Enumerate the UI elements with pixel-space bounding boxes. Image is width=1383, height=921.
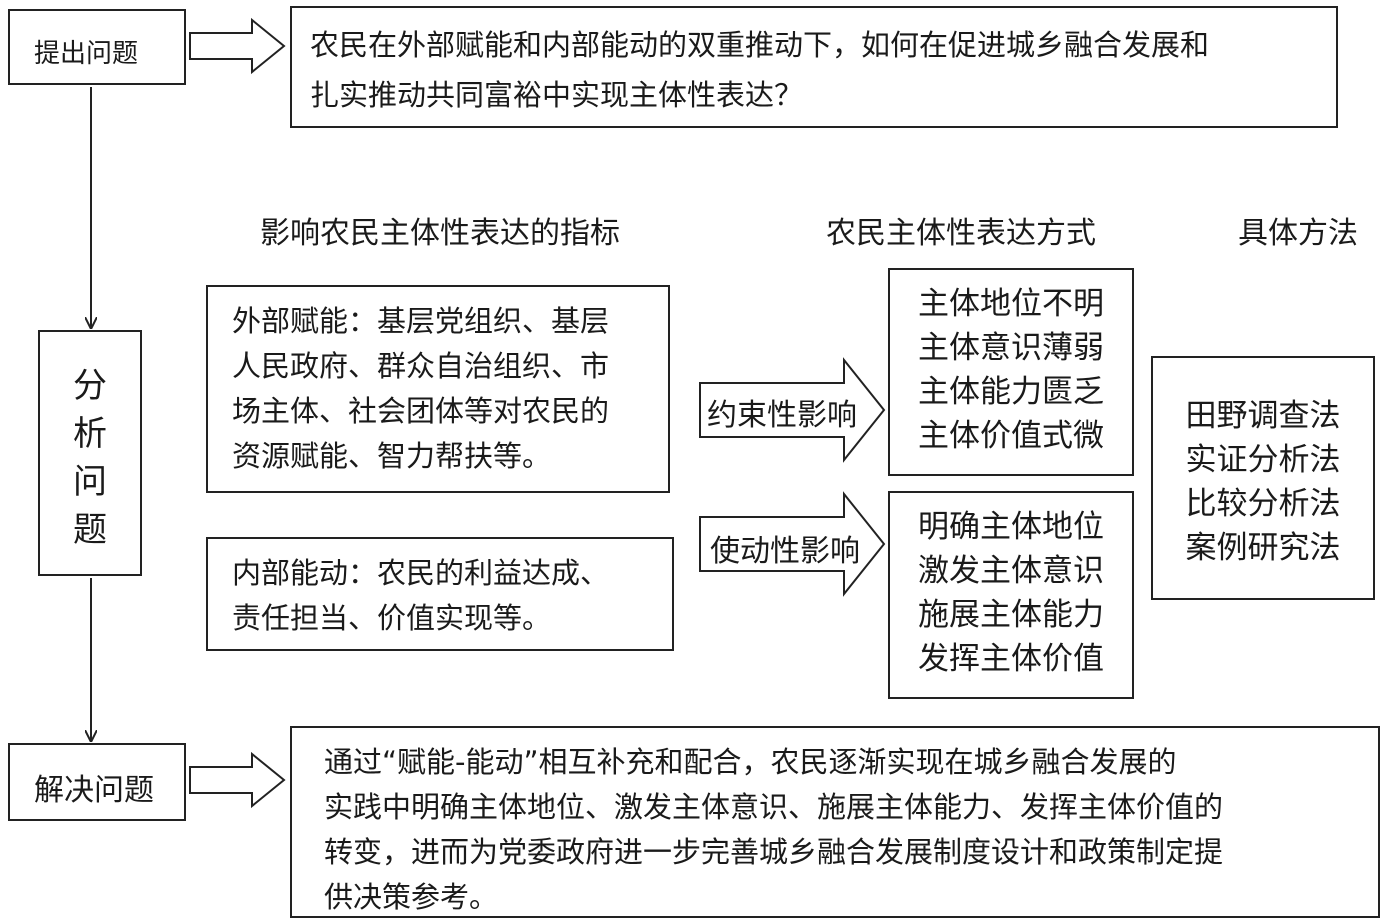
internal-agency-box: 内部能动：农民的利益达成、 责任担当、价值实现等。 [206,537,674,651]
block-arrow-constraint [699,357,886,463]
block-arrow-question [189,17,286,75]
indicators-header: 影响农民主体性表达的指标 [260,216,620,251]
block-arrow-enabling [699,491,886,597]
methods-box: 田野调查法 实证分析法 比较分析法 案例研究法 [1151,356,1375,600]
external-empowerment-box: 外部赋能：基层党组织、基层 人民政府、群众自治组织、市 场主体、社会团体等对农民… [206,285,670,493]
list-item: 比较分析法 [1185,486,1341,522]
constraint-modes-box: 主体地位不明 主体意识薄弱 主体能力匮乏 主体价值式微 [888,268,1134,476]
analyze-question-label: 分 析 问 题 [73,366,107,550]
modes-header: 农民主体性表达方式 [826,216,1096,251]
solve-question-label: 解决问题 [34,773,154,808]
solve-question-box: 解决问题 [8,743,186,821]
list-item: 田野调查法 [1185,398,1341,434]
ask-question-label: 提出问题 [34,39,139,69]
analyze-question-box: 分 析 问 题 [38,330,142,576]
list-item: 明确主体地位 [918,509,1104,545]
enabling-modes-box: 明确主体地位 激发主体意识 施展主体能力 发挥主体价值 [888,491,1134,699]
list-item: 激发主体意识 [918,553,1104,589]
constraint-modes-list: 主体地位不明 主体意识薄弱 主体能力匮乏 主体价值式微 [890,282,1132,458]
research-question-box: 农民在外部赋能和内部能动的双重推动下，如何在促进城乡融合发展和 扎实推动共同富裕… [290,6,1338,128]
list-item: 主体价值式微 [918,418,1104,454]
research-question-text: 农民在外部赋能和内部能动的双重推动下，如何在促进城乡融合发展和 扎实推动共同富裕… [310,28,1210,112]
conclusion-text: 通过“赋能-能动”相互补充和配合，农民逐渐实现在城乡融合发展的 实践中明确主体地… [324,745,1224,914]
list-item: 施展主体能力 [918,597,1104,633]
list-item: 发挥主体价值 [918,641,1104,677]
methods-header: 具体方法 [1238,216,1358,251]
list-item: 主体意识薄弱 [918,330,1104,366]
external-empowerment-text: 外部赋能：基层党组织、基层 人民政府、群众自治组织、市 场主体、社会团体等对农民… [232,304,610,473]
list-item: 主体地位不明 [918,286,1104,322]
list-item: 实证分析法 [1185,442,1341,478]
conclusion-box: 通过“赋能-能动”相互补充和配合，农民逐渐实现在城乡融合发展的 实践中明确主体地… [290,726,1380,918]
list-item: 案例研究法 [1185,530,1341,566]
enabling-modes-list: 明确主体地位 激发主体意识 施展主体能力 发挥主体价值 [890,505,1132,681]
methods-list: 田野调查法 实证分析法 比较分析法 案例研究法 [1153,394,1373,570]
enabling-arrow-label: 使动性影响 [710,534,860,569]
block-arrow-conclusion [189,751,286,809]
ask-question-box: 提出问题 [8,9,186,85]
constraint-arrow-label: 约束性影响 [707,398,857,433]
list-item: 主体能力匮乏 [918,374,1104,410]
internal-agency-text: 内部能动：农民的利益达成、 责任担当、价值实现等。 [232,556,610,635]
